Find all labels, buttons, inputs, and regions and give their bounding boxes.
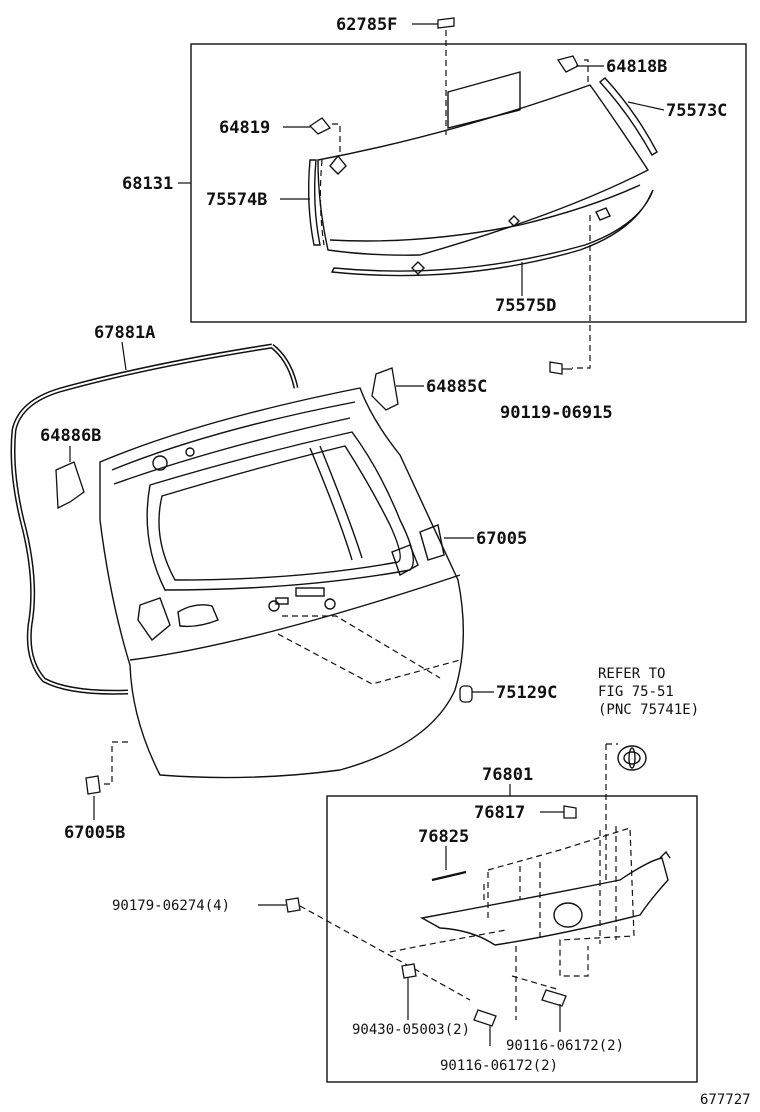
part-75129c — [459, 685, 473, 703]
garnish-assembly-box — [326, 795, 698, 1083]
side-moulding-right — [598, 77, 658, 156]
glass-bracket — [595, 207, 611, 221]
label-76817: 76817 — [474, 803, 525, 823]
label-76801: 76801 — [482, 765, 533, 785]
label-90116-06172-b: 90116-06172(2) — [440, 1058, 558, 1074]
bolt-90116-06172-b — [541, 989, 567, 1007]
bolt-90116-06172-a — [473, 1009, 497, 1027]
emblem-icon — [617, 745, 647, 771]
nut-90430-05003 — [401, 963, 417, 979]
diagram-number: 677727 — [700, 1092, 751, 1108]
back-door-garnish — [419, 826, 671, 977]
dash-64818b — [584, 59, 589, 86]
dash-bolts — [511, 946, 561, 1020]
dash-bolt-upper — [572, 215, 591, 369]
bolt-90119-06915 — [549, 361, 563, 375]
dash-90179 — [299, 905, 471, 1001]
label-75573c: 75573C — [666, 101, 727, 121]
label-67005: 67005 — [476, 529, 527, 549]
lower-moulding — [330, 189, 654, 277]
part-62785f — [437, 17, 455, 29]
back-door-panel — [99, 387, 465, 779]
refer-line-1: REFER TO — [598, 666, 665, 682]
label-67881a: 67881A — [94, 323, 155, 343]
glass-dash-panel — [447, 71, 521, 129]
part-76825 — [431, 870, 467, 882]
label-90179-06274: 90179-06274(4) — [112, 898, 230, 914]
label-64885c: 64885C — [426, 377, 487, 397]
label-90430-05003: 90430-05003(2) — [352, 1022, 470, 1038]
refer-line-3: (PNC 75741E) — [598, 702, 699, 718]
dash-64819 — [332, 123, 341, 152]
stopper-clip-64818b — [556, 55, 579, 73]
weatherstrip-67881a — [10, 343, 299, 695]
dash-67005b — [100, 741, 128, 785]
dash-door-lower — [277, 633, 461, 685]
screw-76817 — [563, 805, 577, 819]
hinge-64885c — [371, 367, 399, 411]
part-67005b — [85, 775, 101, 795]
label-68131: 68131 — [122, 174, 173, 194]
refer-line-2: FIG 75-51 — [598, 684, 674, 700]
side-moulding-left — [307, 159, 321, 246]
back-window-glass — [317, 84, 650, 275]
label-64818b: 64818B — [606, 57, 667, 77]
label-62785f: 62785F — [336, 15, 397, 35]
label-64886b: 64886B — [40, 426, 101, 446]
label-90119-06915: 90119-06915 — [500, 403, 613, 423]
dash-emblem — [605, 743, 618, 880]
side-moulding-left-dash — [319, 159, 325, 246]
label-75574b: 75574B — [206, 190, 267, 210]
bracket-64886b — [55, 461, 85, 510]
label-64819: 64819 — [219, 118, 270, 138]
clip-64819 — [308, 117, 332, 135]
label-75129c: 75129C — [496, 683, 557, 703]
label-75575d: 75575D — [495, 296, 556, 316]
label-90116-06172-a: 90116-06172(2) — [506, 1038, 624, 1054]
dash-box-inner — [389, 929, 507, 953]
clip-90179-06274 — [285, 897, 301, 913]
dash-door-lower2 — [282, 615, 441, 679]
label-76825: 76825 — [418, 827, 469, 847]
label-67005b: 67005B — [64, 823, 125, 843]
